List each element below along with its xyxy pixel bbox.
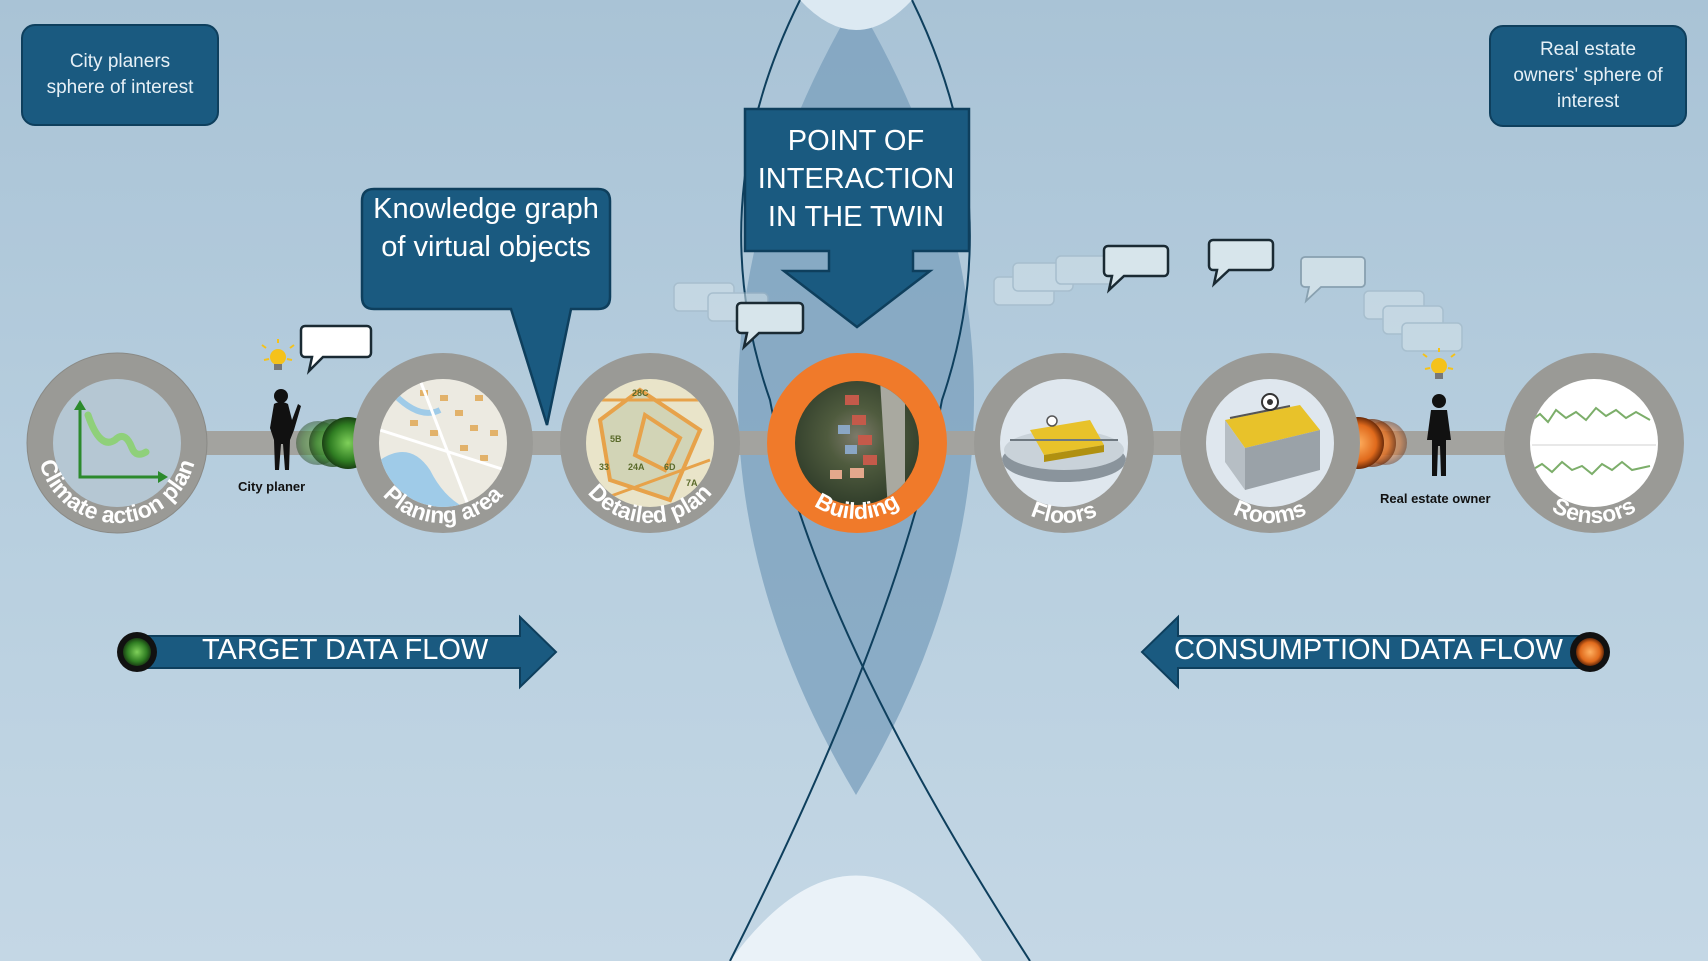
real-estate-owner-icon — [1427, 394, 1451, 476]
city-planer-label: City planer — [238, 479, 306, 494]
city-planer-icon — [270, 389, 301, 470]
consumption-flow-label: CONSUMPTION DATA FLOW — [1174, 634, 1563, 666]
node-building — [767, 353, 947, 533]
real-estate-sphere-text: Real estate owners' sphere of interest — [1513, 39, 1663, 112]
svg-text:5B: 5B — [610, 434, 622, 444]
node-climate-action-plan — [26, 352, 208, 534]
svg-text:33: 33 — [599, 462, 609, 472]
knowledge-graph-text: Knowledge graph of virtual objects — [373, 193, 599, 263]
lightbulb-icon — [261, 339, 295, 370]
lightbulb-icon-2 — [1422, 348, 1456, 379]
target-flow-arrow — [117, 614, 558, 690]
node-sensors — [1504, 353, 1684, 533]
speech-bubbles — [299, 238, 1366, 375]
city-planers-sphere-text: City planers sphere of interest — [46, 51, 194, 98]
svg-text:28C: 28C — [632, 388, 649, 398]
knowledge-graph-callout — [360, 187, 612, 426]
node-rooms — [1180, 353, 1360, 533]
target-flow-label: TARGET DATA FLOW — [202, 634, 489, 666]
faint-bubbles — [673, 255, 1463, 352]
consumption-flow-arrow — [1140, 614, 1610, 690]
real-estate-owner-label: Real estate owner — [1380, 491, 1491, 506]
point-of-interaction-text: POINT OF INTERACTION IN THE TWIN — [757, 125, 955, 233]
lens-bottom-cap — [730, 875, 982, 961]
node-planing-area — [353, 353, 533, 533]
city-planers-sphere-box: City planers sphere of interest — [21, 24, 219, 126]
node-floors — [974, 353, 1154, 533]
svg-text:24A: 24A — [628, 462, 645, 472]
lens-top-cap — [800, 0, 912, 30]
point-of-interaction-callout — [743, 107, 971, 329]
node-detailed-plan: 28C 5B 24A 6D 7A 33 — [560, 353, 740, 533]
svg-text:6D: 6D — [664, 462, 676, 472]
real-estate-sphere-box: Real estate owners' sphere of interest — [1489, 25, 1687, 127]
svg-text:7A: 7A — [686, 478, 698, 488]
